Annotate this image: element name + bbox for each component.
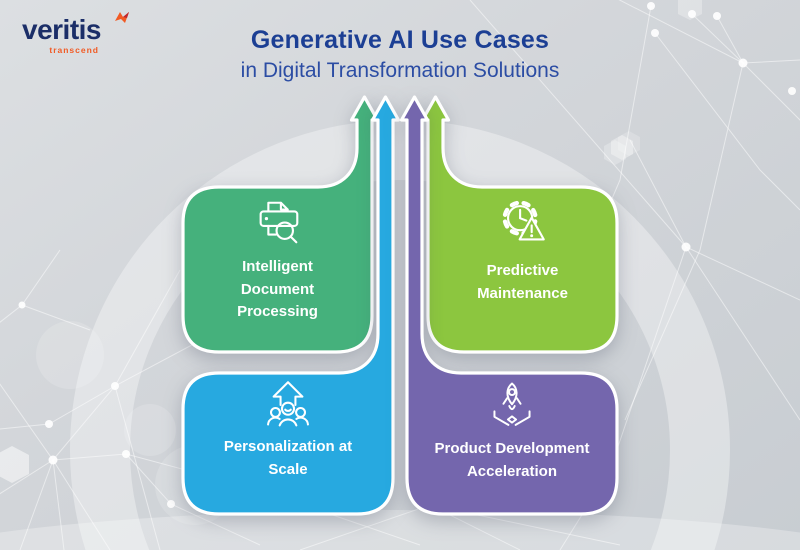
background-hexagons (0, 0, 702, 483)
card-label: Product Development Acceleration (434, 440, 590, 480)
background-band (0, 510, 800, 550)
veritis-logo-tagline: transcend (49, 45, 99, 55)
card-personalization-at-scale: Personalization at Scale (183, 379, 393, 509)
gear-alert-icon (492, 196, 554, 250)
card-shape-predictive-maintenance (420, 95, 619, 354)
card-label: Predictive Maintenance (477, 262, 568, 302)
document-scan-printer-icon (247, 196, 309, 250)
page-subtitle: in Digital Transformation Solutions (240, 59, 560, 82)
veritis-logo: veritis transcend (22, 12, 129, 55)
card-intelligent-document-processing: Intelligent Document Processing (183, 196, 372, 346)
people-growth-icon (258, 379, 318, 431)
veritis-logo-text: veritis (22, 14, 102, 45)
rocket-launch-icon (482, 379, 542, 433)
card-shape-personalization-at-scale (181, 95, 401, 516)
card-predictive-maintenance: Predictive Maintenance (428, 196, 617, 346)
page-title: Generative AI Use Cases (250, 26, 550, 54)
veritis-logo-mark-icon (115, 12, 131, 28)
background-ring (70, 120, 730, 550)
title-block: Generative AI Use Cases in Digital Trans… (0, 26, 800, 83)
card-shape-product-development-acceleration (399, 95, 619, 516)
card-product-development-acceleration: Product Development Acceleration (407, 379, 617, 509)
card-label: Intelligent Document Processing (237, 258, 318, 320)
card-label: Personalization at Scale (223, 438, 353, 478)
